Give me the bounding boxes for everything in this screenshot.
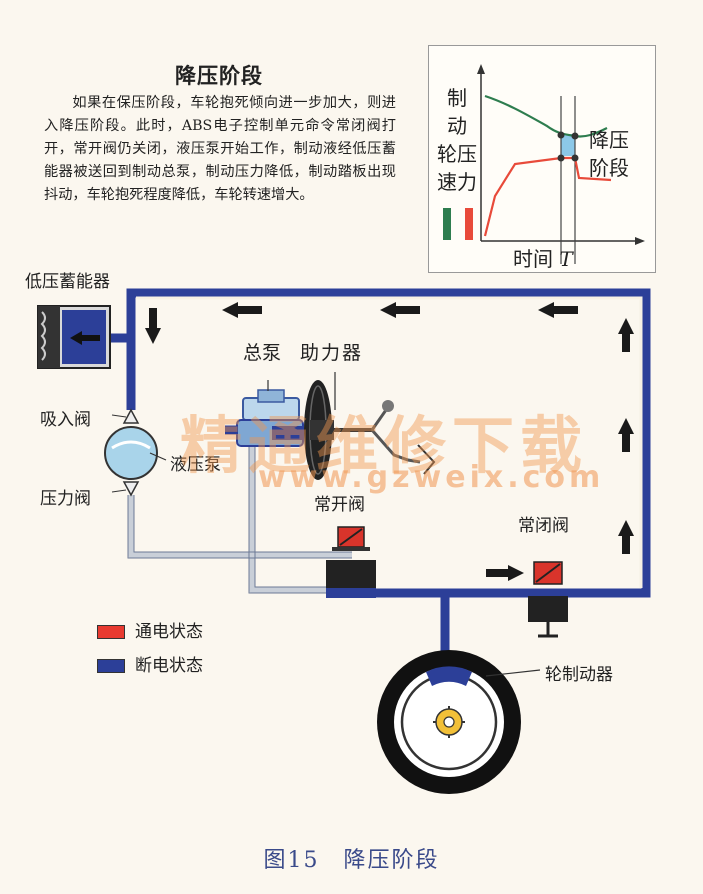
speed-legend-bar (443, 208, 451, 240)
gray-pipe-edges (127, 440, 352, 594)
gray-pipe-master (249, 440, 352, 593)
wheel-speed-curve (484, 94, 608, 138)
brake-booster (304, 372, 372, 480)
phase-label-line-1: 降压 (589, 128, 629, 152)
arrow-left-icon-3 (538, 302, 578, 318)
y-axis-arrow-icon (477, 64, 485, 74)
dot-d (571, 154, 579, 162)
dot-a (557, 131, 565, 139)
description-paragraph: 如果在保压阶段，车轮抱死倾向进一步加大，则进入降压阶段。此时，ABS电子控制单元… (44, 95, 396, 203)
legend-energized: 通电状态 (97, 617, 203, 642)
dot-c (557, 154, 565, 162)
inlet-leader (111, 414, 127, 418)
label-wheel-brake: 轮制动器 (545, 665, 613, 685)
label-low-pressure-accumulator: 低压蓄能器 (25, 272, 110, 292)
label-normally-closed-valve: 常闭阀 (518, 516, 569, 536)
hydraulic-pump (104, 426, 167, 480)
chart-ylabel: 制 动 轮压 速力 (437, 84, 477, 196)
chart-svg (443, 64, 645, 264)
dot-b (571, 132, 579, 140)
arrow-left-icon-1 (222, 302, 262, 318)
chart-phase-label: 降压 阶段 (589, 126, 629, 182)
low-pressure-accumulator (37, 305, 111, 369)
ylabel-line-4: 速力 (437, 170, 477, 194)
arrow-down-icon (145, 308, 161, 344)
watermark-cn: 精通维修下载 (180, 409, 589, 482)
xlabel-text: 时间 (513, 247, 553, 271)
label-master-cylinder: 总泵 (243, 342, 282, 364)
label-inlet-valve: 吸入阀 (40, 410, 91, 430)
legend-deenergized: 断电状态 (97, 651, 203, 676)
xlabel-var: T (559, 247, 573, 271)
gray-pipe-pump-out (128, 495, 352, 558)
label-pressure-valve: 压力阀 (40, 489, 91, 509)
normally-open-valve (326, 526, 376, 598)
legend-label-energized: 通电状态 (135, 622, 203, 642)
legend-swatch-red (97, 625, 125, 639)
label-normally-open-valve: 常开阀 (314, 495, 365, 515)
blue-pipe-inner (136, 296, 643, 588)
pressure-reduction-band (561, 134, 575, 156)
label-hydraulic-pump: 液压泵 (170, 455, 221, 475)
ylabel-line-2: 动 (447, 114, 467, 138)
figure-caption: 图15 降压阶段 (263, 848, 440, 873)
arrow-up-icon-3 (618, 520, 634, 554)
phase-label-line-2: 阶段 (589, 156, 629, 180)
legend-label-deenergized: 断电状态 (135, 656, 203, 676)
inlet-valve-icon (122, 408, 140, 424)
brake-pedal (370, 400, 436, 475)
wheel-brake (377, 650, 541, 794)
master-cylinder (236, 380, 304, 447)
pressure-valve-icon (122, 481, 140, 497)
ylabel-line-1: 制 (447, 86, 467, 110)
pressure-speed-chart: 制 动 轮压 速力 降压 阶段 时间 T (428, 45, 656, 273)
arrow-left-icon-2 (380, 302, 420, 318)
flow-arrows (145, 302, 634, 581)
ylabel-line-3: 轮压 (437, 142, 477, 166)
label-booster: 助力器 (300, 342, 364, 364)
x-axis-arrow-icon (635, 237, 645, 245)
normally-closed-valve (528, 561, 568, 638)
section-title: 降压阶段 (175, 63, 263, 88)
legend-swatch-blue (97, 659, 125, 673)
arrow-up-icon-2 (618, 418, 634, 452)
arrow-right-icon (486, 565, 524, 581)
watermark-url: www.gzweix.com (258, 460, 605, 495)
arrow-up-icon-1 (618, 318, 634, 352)
pressure-legend-bar (465, 208, 473, 240)
pressure-leader (111, 489, 127, 493)
gray-pipes (128, 440, 352, 593)
chart-xlabel: 时间 T (513, 243, 573, 272)
